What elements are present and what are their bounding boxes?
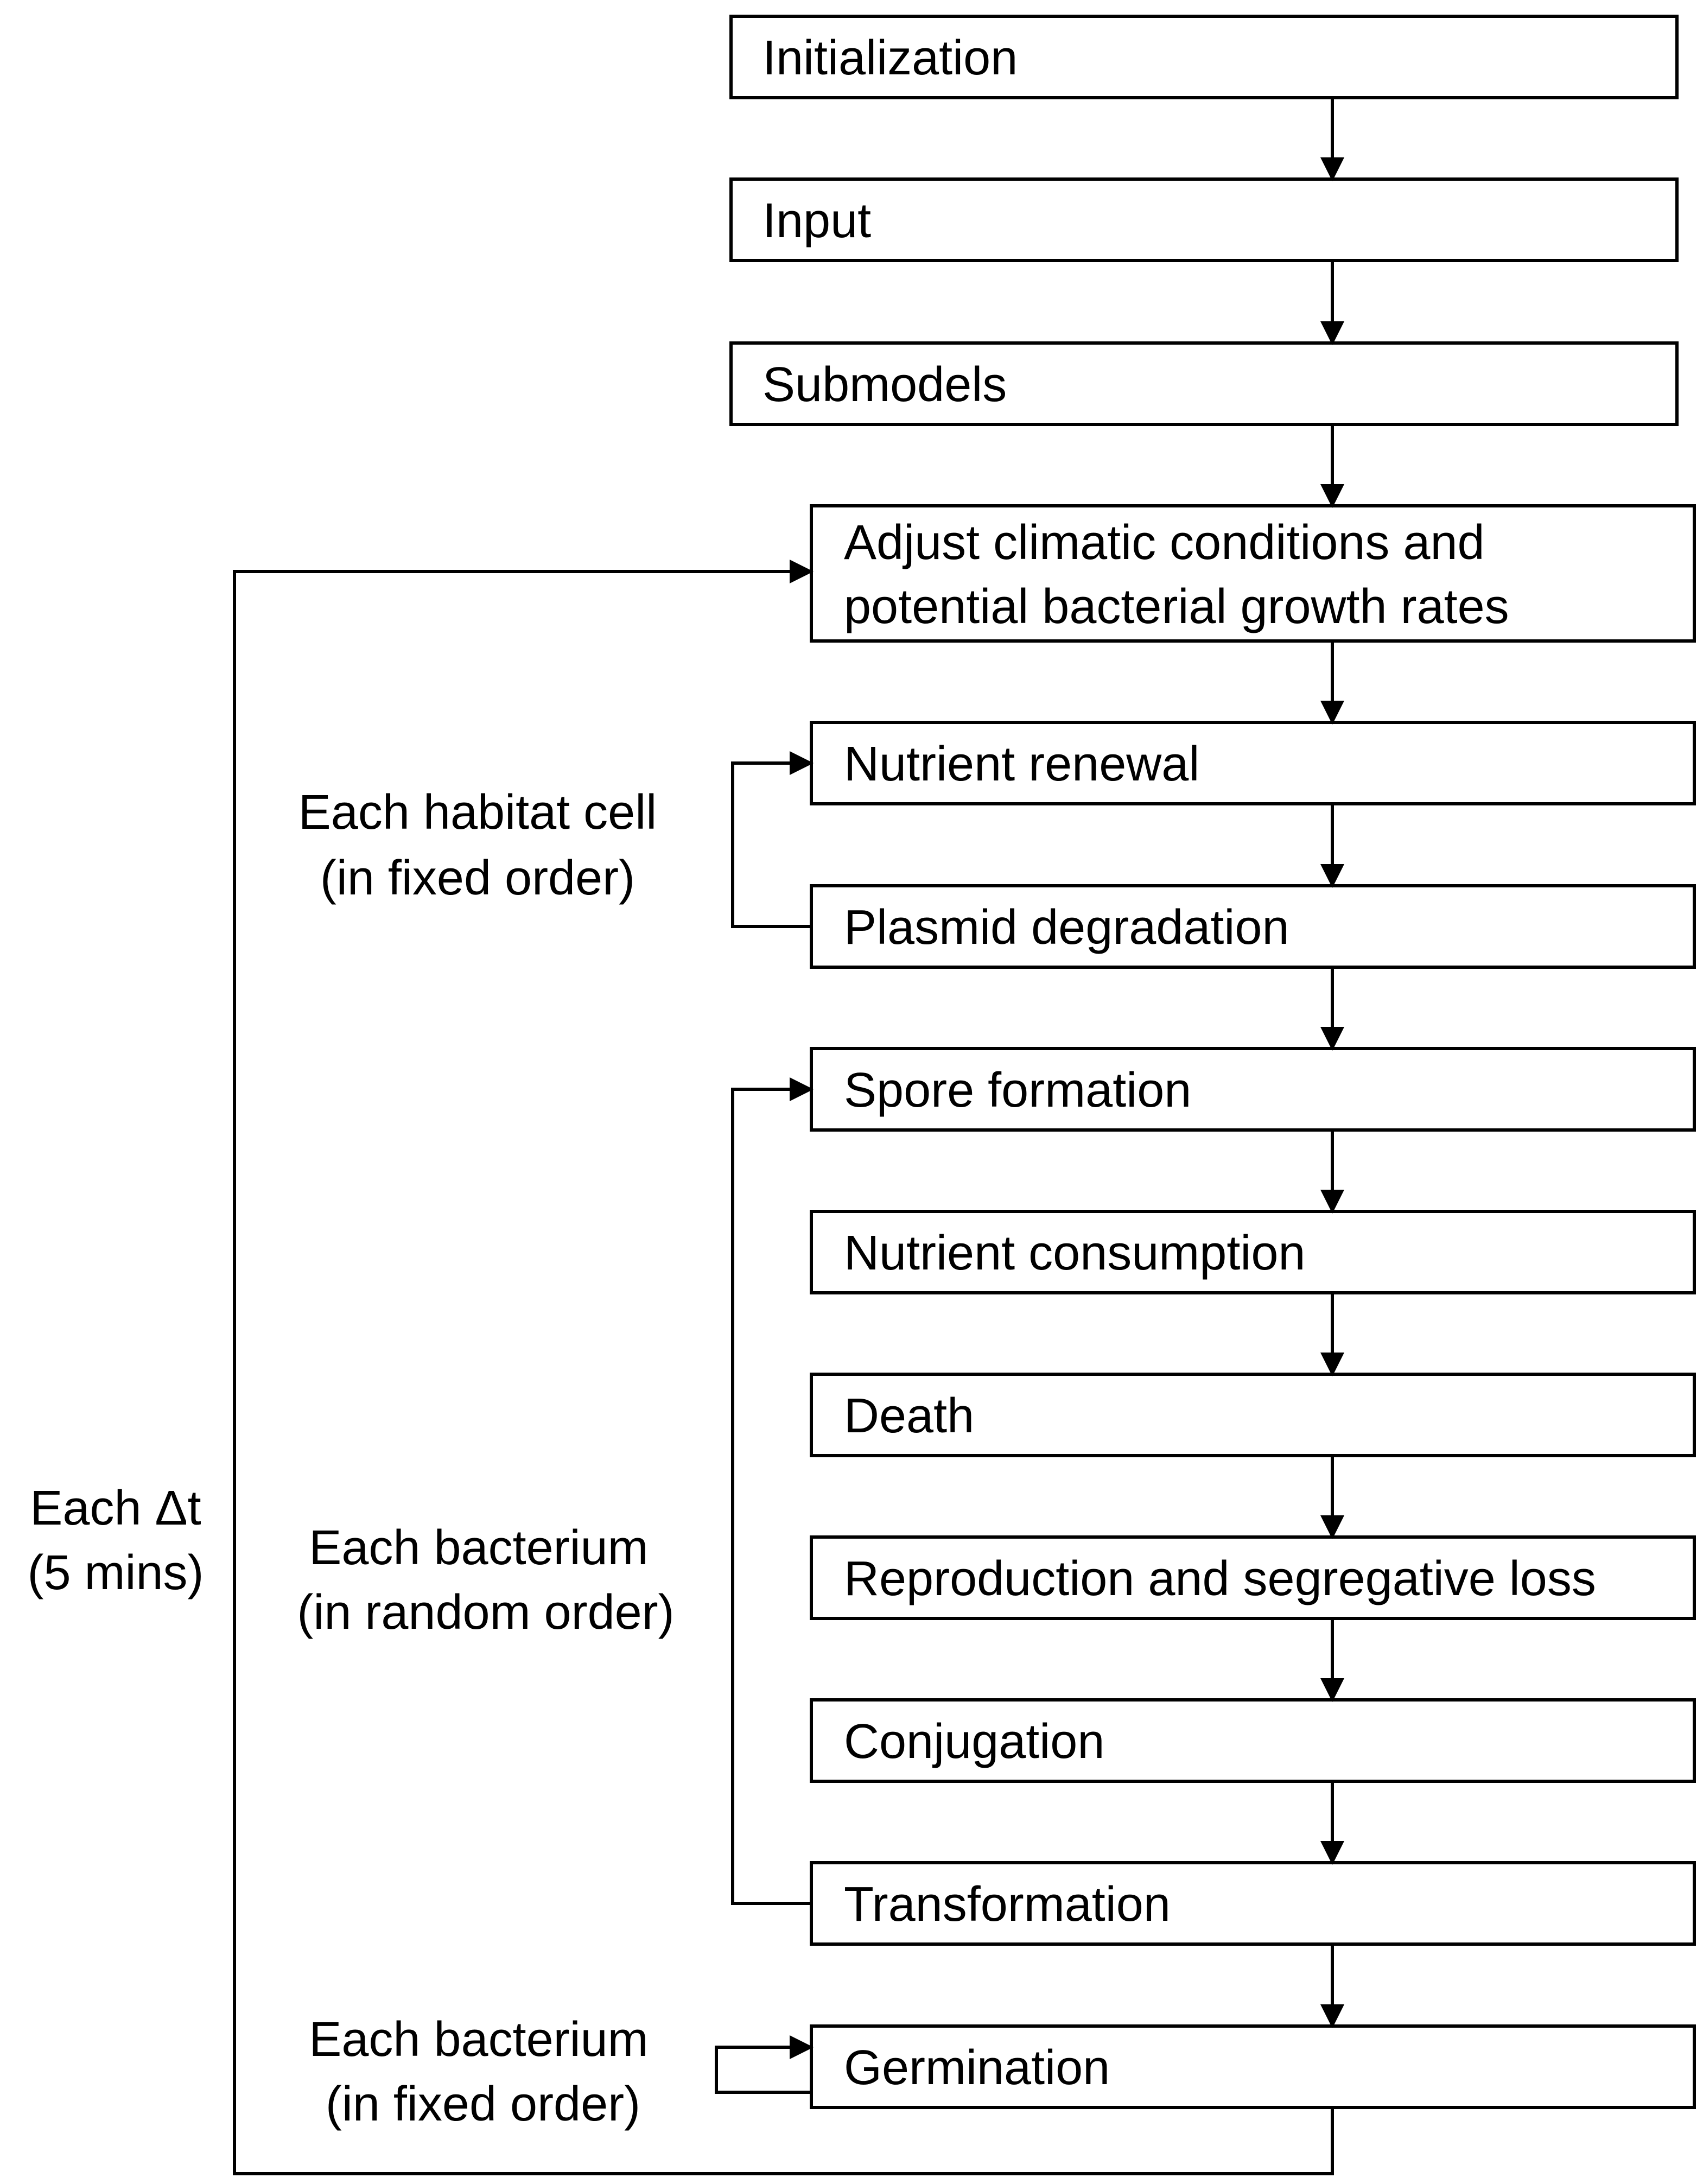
loop-habitat-cell-line1: Each habitat cell (298, 785, 657, 840)
step-transformation: Transformation (810, 1861, 1696, 1946)
step-plasmid-degradation-label: Plasmid degradation (844, 900, 1289, 955)
step-plasmid-degradation: Plasmid degradation (810, 884, 1696, 969)
step-spore-formation-label: Spore formation (844, 1063, 1191, 1118)
step-reproduction-label: Reproduction and segregative loss (844, 1552, 1596, 1606)
step-input: Input (729, 177, 1679, 262)
step-adjust-climatic-conditions: Adjust climatic conditions and potential… (810, 504, 1696, 643)
step-transformation-label: Transformation (844, 1877, 1171, 1932)
loop-bacterium-random-line1: Each bacterium (309, 1521, 648, 1575)
loop-timestep-line2: (5 mins) (27, 1546, 204, 1600)
loop-timestep-line1: Each Δt (30, 1481, 201, 1535)
loop-habitat-cell-arrow (731, 751, 814, 928)
loop-bacterium-random-arrow (731, 1077, 814, 1905)
loop-bacterium-fixed-arrow (715, 2035, 814, 2094)
step-germination: Germination (810, 2024, 1696, 2109)
loop-habitat-cell-line2: (in fixed order) (320, 851, 635, 905)
step-adjust-line1: Adjust climatic conditions and (844, 516, 1485, 570)
step-input-label: Input (762, 194, 871, 248)
step-submodels: Submodels (729, 341, 1679, 426)
step-nutrient-renewal: Nutrient renewal (810, 721, 1696, 805)
loop-bacterium-random-label: Each bacterium (in random order) (297, 1521, 674, 1640)
step-initialization-label: Initialization (762, 31, 1018, 85)
loop-habitat-cell-label: Each habitat cell (in fixed order) (298, 785, 657, 905)
step-spore-formation: Spore formation (810, 1047, 1696, 1132)
loop-bacterium-fixed-line2: (in fixed order) (326, 2077, 640, 2131)
loop-bacterium-fixed-line1: Each bacterium (309, 2012, 648, 2067)
step-conjugation: Conjugation (810, 1698, 1696, 1783)
step-nutrient-consumption-label: Nutrient consumption (844, 1226, 1305, 1280)
loop-timestep-arrow (233, 560, 1334, 2175)
step-death-label: Death (844, 1389, 974, 1443)
loop-bacterium-random-line2: (in random order) (297, 1585, 674, 1640)
loop-timestep-label: Each Δt (5 mins) (27, 1481, 204, 1600)
step-nutrient-consumption: Nutrient consumption (810, 1210, 1696, 1294)
step-death: Death (810, 1373, 1696, 1457)
step-adjust-line2: potential bacterial growth rates (844, 580, 1509, 634)
step-conjugation-label: Conjugation (844, 1715, 1104, 1769)
step-submodels-label: Submodels (762, 358, 1007, 412)
step-germination-label: Germination (844, 2041, 1110, 2095)
loop-bacterium-fixed-label: Each bacterium (in fixed order) (309, 2012, 648, 2131)
step-reproduction: Reproduction and segregative loss (810, 1535, 1696, 1620)
step-nutrient-renewal-label: Nutrient renewal (844, 737, 1199, 791)
step-initialization: Initialization (729, 15, 1679, 99)
